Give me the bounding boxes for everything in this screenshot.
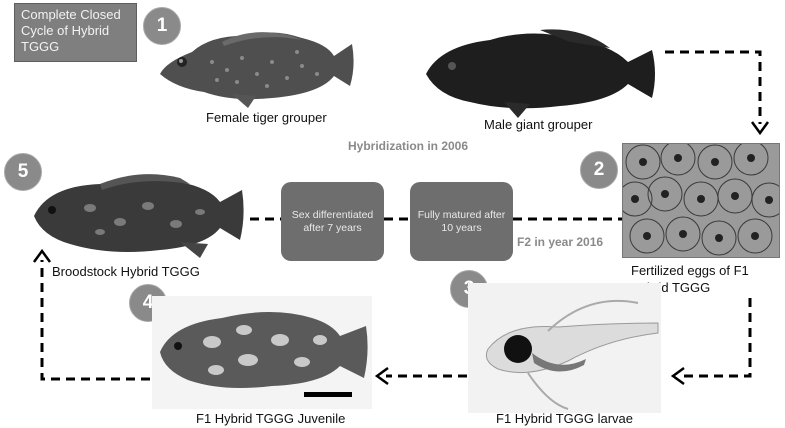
step-5-badge: 5 (4, 153, 42, 191)
broodstock-label: Broodstock Hybrid TGGG (52, 264, 200, 279)
step-1-number: 1 (156, 15, 168, 36)
step-4-number: 4 (142, 292, 154, 313)
larvae-image (468, 283, 661, 413)
male-giant-grouper-image (420, 22, 660, 120)
male-giant-grouper-label: Male giant grouper (484, 117, 593, 132)
larvae-label: F1 Hybrid TGGG larvae (496, 411, 634, 426)
f2-label: F2 in year 2016 (517, 235, 604, 249)
connector-juvenile-to-broodstock (40, 260, 150, 381)
female-tiger-grouper-image (152, 22, 357, 110)
title-box: Complete Closed Cycle of Hybrid TGGG (14, 3, 137, 62)
connector-eggs-to-larvae (682, 298, 752, 378)
female-tiger-grouper-label: Female tiger grouper (206, 110, 327, 125)
fully-matured-text: Fully matured after 10 years (417, 208, 506, 234)
hybridization-label: Hybridization in 2006 (348, 139, 469, 153)
arrowhead-down-eggs (750, 121, 770, 136)
step-5-number: 5 (17, 161, 29, 182)
step-2-badge: 2 (580, 151, 618, 189)
arrowhead-left-larvae (670, 366, 685, 386)
step-1-badge: 1 (143, 7, 181, 45)
sex-differentiated-text: Sex differentiated after 7 years (291, 208, 374, 234)
arrowhead-up-broodstock (32, 248, 52, 263)
fertilized-eggs-image (622, 143, 780, 258)
connector-male-to-eggs (665, 50, 762, 124)
step-2-number: 2 (593, 159, 605, 180)
fully-matured-box: Fully matured after 10 years (410, 182, 513, 261)
title-text: Complete Closed Cycle of Hybrid TGGG (21, 7, 121, 54)
juvenile-label: F1 Hybrid TGGG Juvenile (196, 411, 346, 426)
juvenile-image (152, 296, 372, 409)
broodstock-image (30, 168, 248, 260)
arrowhead-left-juvenile (374, 366, 389, 386)
sex-differentiated-box: Sex differentiated after 7 years (281, 182, 384, 261)
